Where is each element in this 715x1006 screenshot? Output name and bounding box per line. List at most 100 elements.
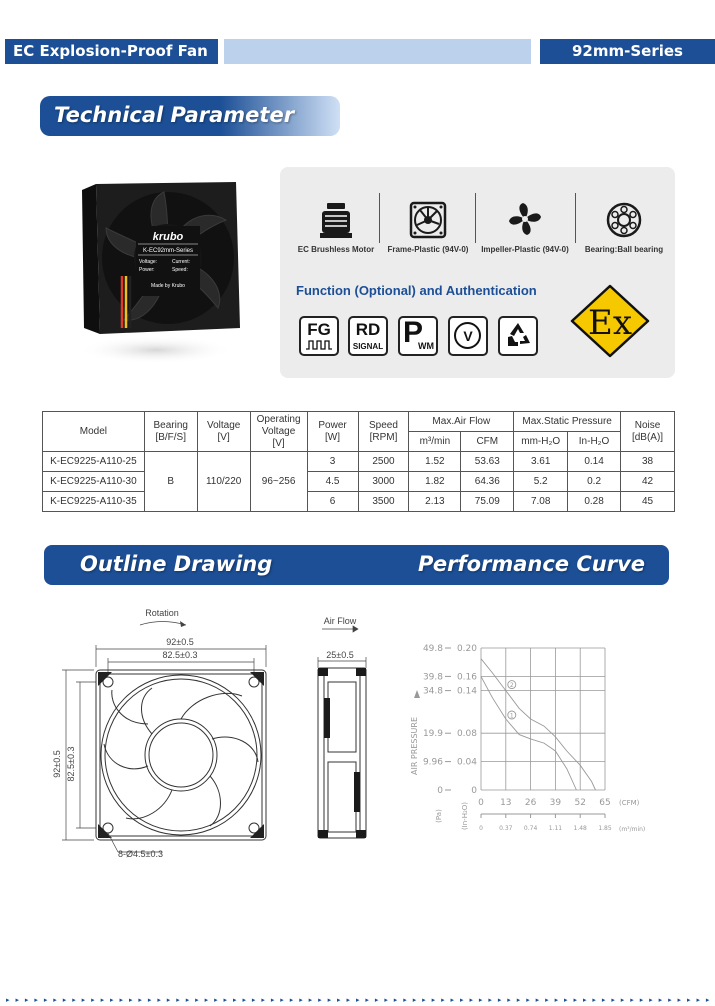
feature-bearing-label: Bearing:Ball bearing — [584, 245, 664, 254]
cell-mm: 7.08 — [513, 491, 569, 512]
mount-holes-label: 8-Ø4.5±0.3 — [118, 849, 163, 859]
square-wave-icon — [306, 340, 332, 350]
voltage-circle-icon — [454, 322, 481, 349]
recycle-icon — [508, 323, 530, 346]
chart-y-left-unit: (Pa) — [435, 809, 443, 823]
fan-label-series: K-EC92mm-Series — [143, 248, 193, 254]
dim-width-92: 92±0.5 — [166, 637, 193, 647]
chart-series-label: 1 — [510, 713, 514, 720]
th-pressure-mm: mm-H₂O — [513, 431, 569, 452]
th-voltage: Voltage[V] — [196, 411, 251, 452]
cell-op-voltage: 96~256 — [249, 451, 308, 512]
feature-divider — [475, 193, 476, 243]
feature-frame: Frame-Plastic (94V-0) — [382, 195, 474, 265]
recycle-cert-icon — [498, 316, 538, 356]
cell-speed: 2500 — [357, 451, 410, 472]
cell-cfm: 75.09 — [460, 491, 515, 512]
chart-ytick-in: 0.14 — [457, 687, 477, 697]
cell-noise: 42 — [620, 471, 675, 492]
chart-ytick-in: 0 — [471, 786, 477, 796]
cell-model: K-EC9225-A110-35 — [42, 491, 145, 512]
feature-frame-label: Frame-Plastic (94V-0) — [387, 245, 469, 254]
performance-curve-chart: 49.839.834.819.99.9600.200.160.140.080.0… — [410, 644, 645, 833]
chart-xtick-m3: 0.37 — [499, 825, 513, 832]
table-row: K-EC9225-A110-30 4.5 3000 1.82 64.36 5.2… — [42, 471, 675, 492]
fan-label-brand: krubo — [153, 231, 184, 243]
dim-height-825: 82.5±0.3 — [66, 747, 76, 782]
airflow-label: Air Flow — [324, 616, 357, 626]
chart-xtick-cfm: 0 — [478, 798, 484, 808]
chart-ytick-pa: 0 — [437, 786, 443, 796]
header-left-title: EC Explosion-Proof Fan — [5, 39, 218, 64]
feature-divider — [379, 193, 380, 243]
impeller-icon — [509, 203, 541, 235]
chart-xtick-m3: 1.85 — [598, 825, 612, 832]
frame-icon — [409, 201, 447, 239]
th-bearing: Bearing[B/F/S] — [143, 411, 198, 452]
chart-xtick-m3: 1.48 — [574, 825, 588, 832]
ex-explosion-proof-icon: Ex — [570, 284, 650, 358]
chart-x-cfm-unit: (CFM) — [619, 799, 640, 807]
cell-bearing: B — [143, 451, 198, 512]
dim-height-92: 92±0.5 — [52, 750, 62, 777]
chart-arrow-icon — [414, 690, 420, 698]
technical-parameter-title: Technical Parameter — [54, 103, 295, 127]
th-airflow-m3: m³/min — [408, 431, 462, 452]
cell-m3: 1.52 — [408, 451, 462, 472]
pwm-cert-sub: WM — [418, 341, 434, 351]
chart-xtick-m3: 0.74 — [524, 825, 538, 832]
fan-product-photo: krubo K-EC92mm-Series Voltage: Current: … — [78, 182, 240, 364]
cell-speed: 3500 — [357, 491, 410, 512]
chart-ylabel: AIR PRESSURE — [410, 717, 419, 775]
th-airflow-cfm: CFM — [460, 431, 515, 452]
chart-xtick-cfm: 65 — [599, 798, 610, 808]
performance-curve-title: Performance Curve — [418, 552, 646, 576]
spec-table: Model Bearing[B/F/S] Voltage[V] Operatin… — [42, 411, 675, 512]
chart-xtick-m3: 0 — [479, 825, 483, 832]
cell-voltage: 110/220 — [196, 451, 251, 512]
fan-label-made-by: Made by Krubo — [151, 283, 185, 289]
chart-series-marker — [507, 710, 517, 720]
fg-cert-text: FG — [307, 320, 331, 339]
motor-icon — [320, 203, 352, 238]
header-divider-bar — [224, 39, 531, 64]
pwm-cert-p: P — [403, 316, 424, 349]
th-noise: Noise[dB(A)] — [620, 411, 675, 452]
chart-series-line — [480, 658, 596, 791]
chart-series-marker — [507, 680, 517, 690]
cell-in: 0.28 — [567, 491, 622, 512]
fan-label-voltage: Voltage: — [139, 259, 157, 265]
rd-cert-icon: RD SIGNAL — [348, 316, 388, 356]
chart-xtick-cfm: 26 — [525, 798, 537, 808]
fan-label-power: Power: — [139, 267, 155, 273]
chart-ytick-pa: 19.9 — [423, 729, 443, 739]
header-right-title: 92mm-Series — [540, 39, 715, 64]
chart-ytick-pa: 34.8 — [423, 687, 443, 697]
dim-depth-25: 25±0.5 — [326, 650, 353, 660]
function-title: Function (Optional) and Authentication — [296, 283, 537, 298]
feature-motor-label: EC Brushless Motor — [297, 245, 375, 254]
cell-power: 3 — [306, 451, 359, 472]
feature-bearing: Bearing:Ball bearing — [578, 195, 670, 265]
cell-power: 4.5 — [306, 471, 359, 492]
features-panel: EC Brushless Motor Frame-Plastic (94V-0) — [280, 167, 675, 378]
chart-xtick-cfm: 52 — [574, 798, 585, 808]
chart-xtick-m3: 1.11 — [549, 825, 563, 832]
cell-mm: 5.2 — [513, 471, 569, 492]
outline-front-view: Rotation 92±0.5 82.5±0.3 92±0.5 82.5±0.3… — [52, 608, 267, 859]
pwm-cert-icon: P WM — [398, 316, 438, 356]
chart-ytick-in: 0.04 — [457, 758, 477, 768]
chart-ytick-in: 0.08 — [457, 729, 477, 739]
th-speed: Speed[RPM] — [357, 411, 410, 452]
cell-noise: 45 — [620, 491, 675, 512]
cell-mm: 3.61 — [513, 451, 569, 472]
fan-label-current: Current: — [172, 259, 190, 265]
cell-in: 0.14 — [567, 451, 622, 472]
th-power: Power[W] — [306, 411, 359, 452]
chart-ytick-pa: 49.8 — [423, 644, 443, 654]
rotation-label: Rotation — [145, 608, 179, 618]
outline-drawing-title: Outline Drawing — [80, 552, 273, 576]
outline-performance-banner: Outline Drawing Performance Curve — [44, 545, 669, 585]
cell-in: 0.2 — [567, 471, 622, 492]
feature-impeller: Impeller-Plastic (94V-0) — [476, 195, 574, 265]
